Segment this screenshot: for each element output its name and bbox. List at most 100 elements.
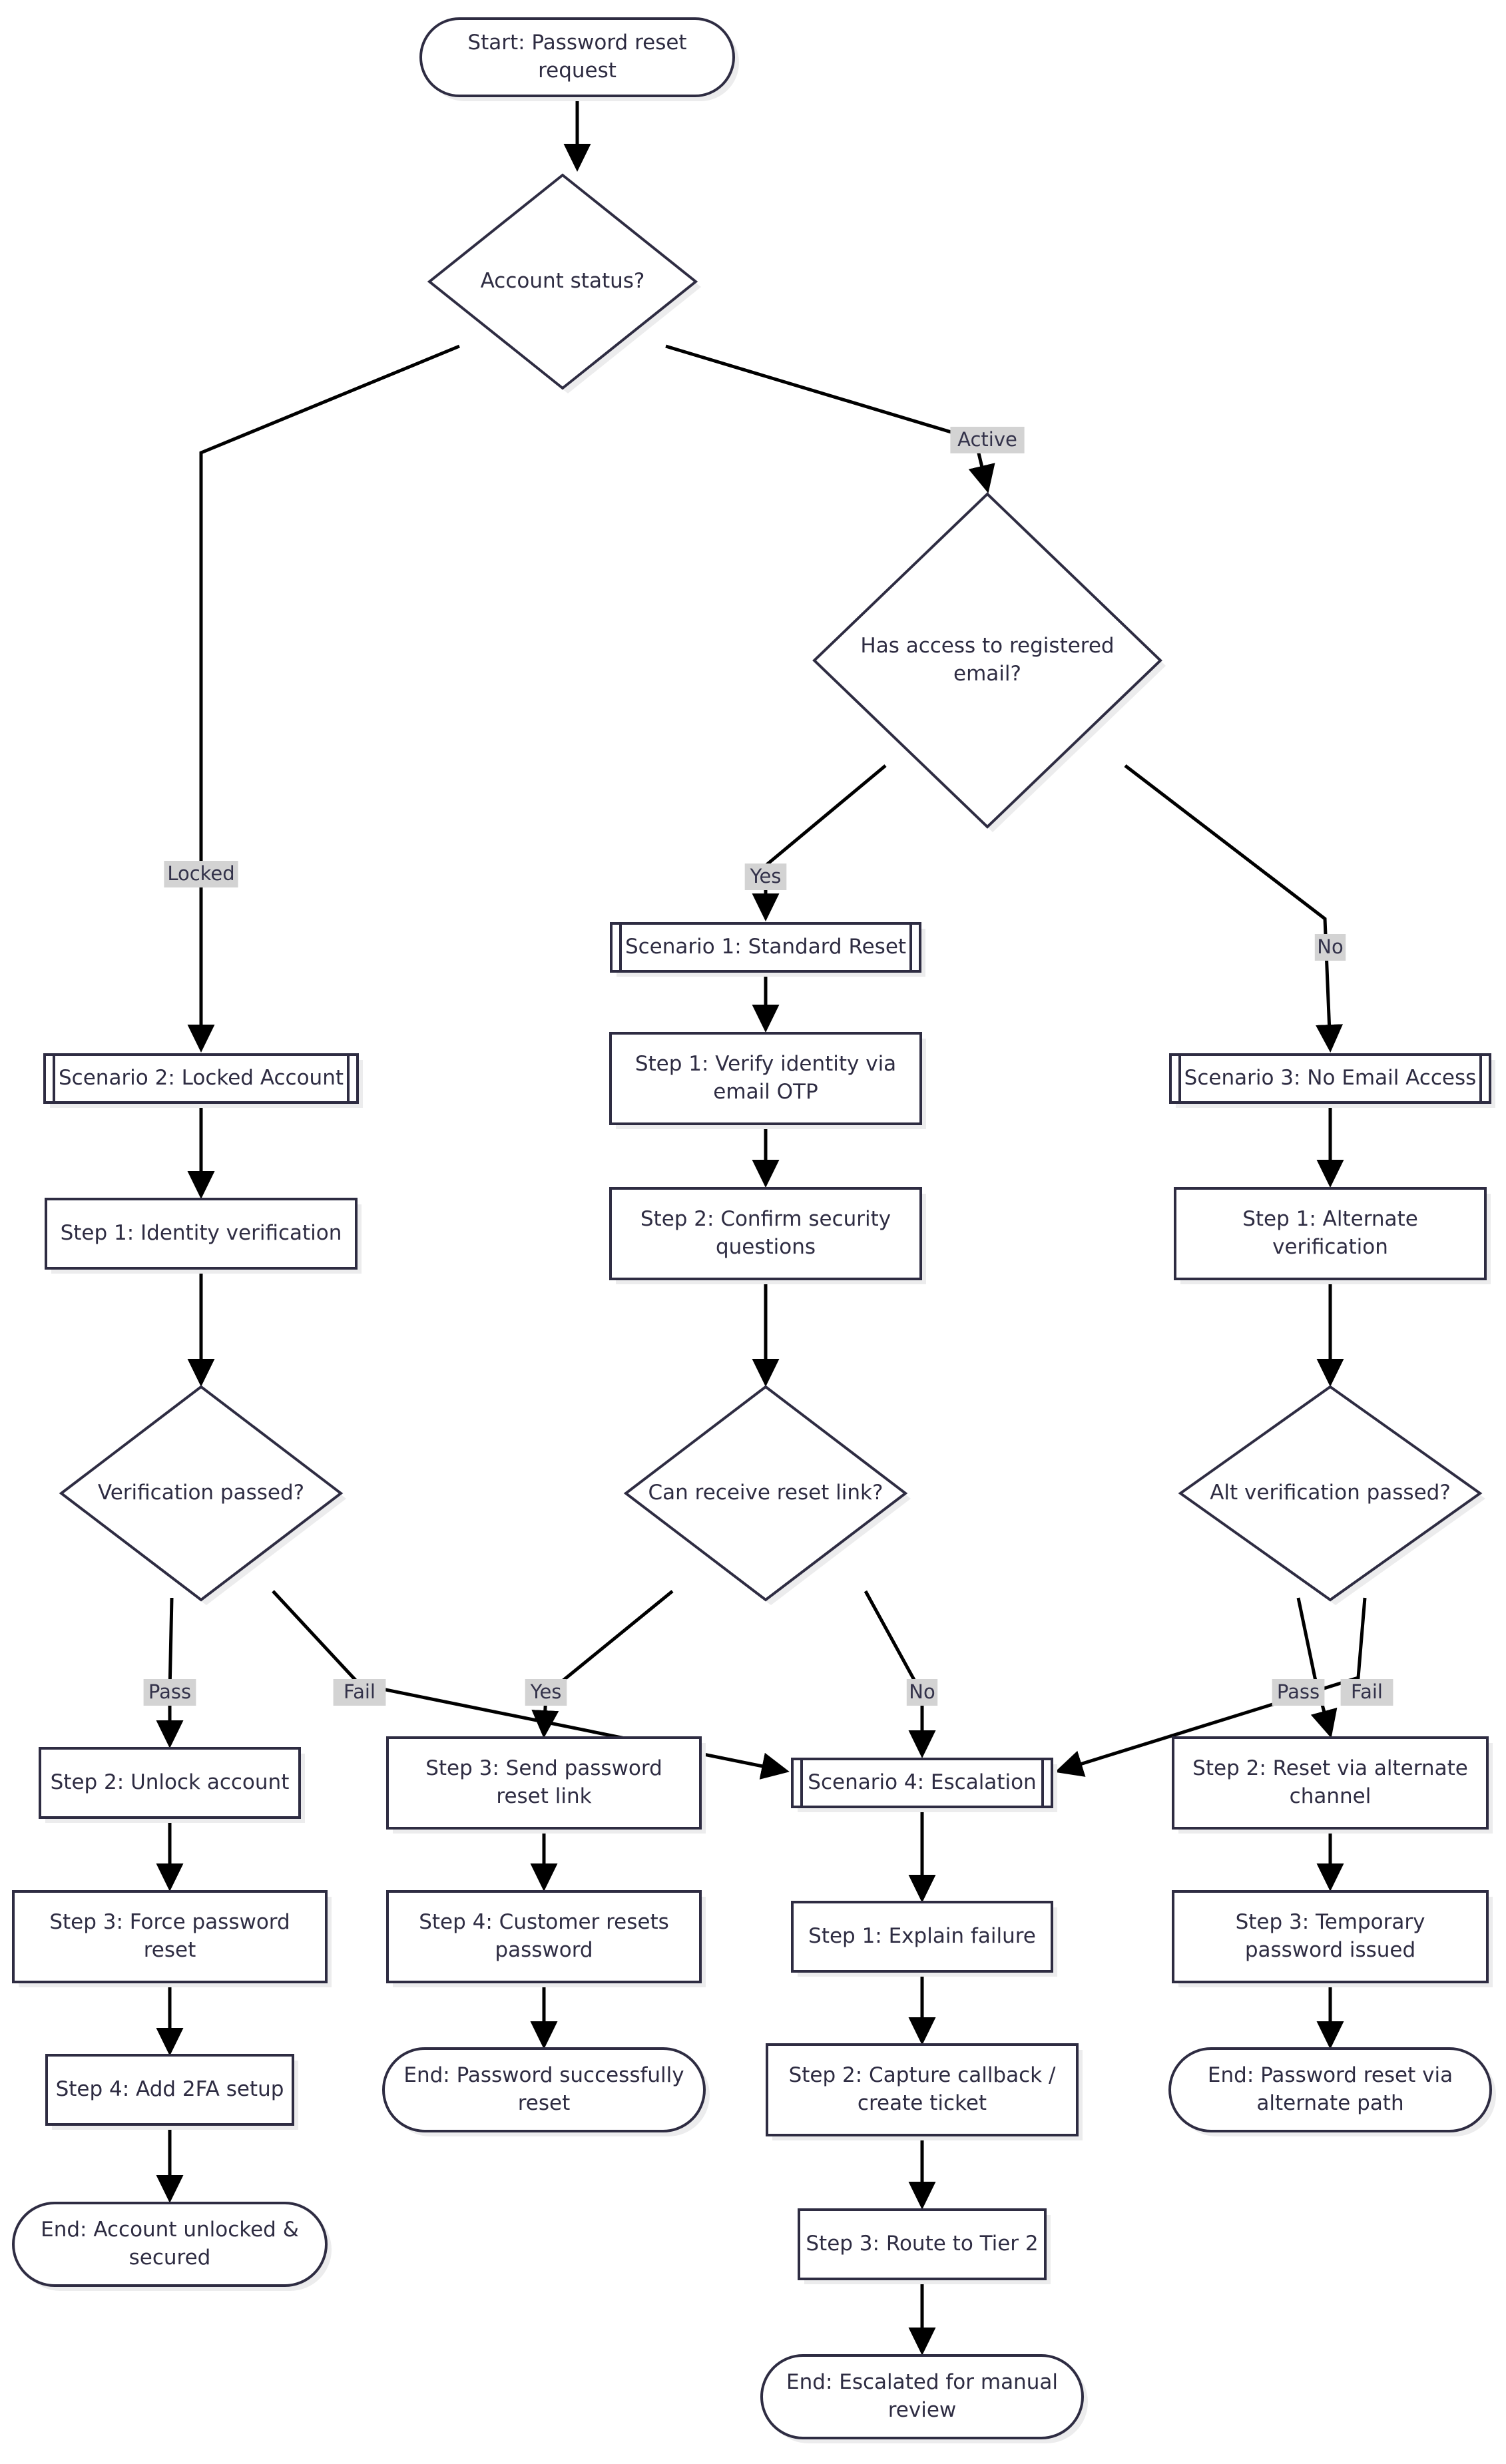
- node-shape: [43, 1053, 359, 1104]
- edge-label: Yes: [525, 1679, 567, 1706]
- node-shape: [427, 173, 698, 390]
- flow-node-d_verif[interactable]: Verification passed?: [59, 1385, 346, 1605]
- node-label: Scenario 3: No Email Access: [1184, 1066, 1477, 1090]
- edge-label-text: Fail: [1351, 1680, 1383, 1703]
- node-shape: [386, 1890, 702, 1983]
- node-label: End: Account unlocked &secured: [41, 2218, 299, 2270]
- edge-label: Fail: [333, 1679, 386, 1706]
- flow-node-s2_step2[interactable]: Step 2: Unlock account: [39, 1747, 305, 1823]
- node-label: Scenario 1: Standard Reset: [625, 935, 906, 959]
- flow-node-s4_step3[interactable]: Step 3: Route to Tier 2: [798, 2208, 1051, 2284]
- edge-label-background: [744, 863, 787, 890]
- flow-edge: [1124, 764, 1344, 1053]
- flow-node-s4_step1[interactable]: Step 1: Explain failure: [791, 1901, 1057, 1977]
- node-shape: [798, 2208, 1047, 2280]
- node-label: Scenario 4: Escalation: [808, 1770, 1036, 1794]
- flow-edge: [864, 1590, 936, 1759]
- flow-node-s3[interactable]: Scenario 3: No Email Access: [1169, 1053, 1495, 1108]
- edge-label-background: [525, 1679, 567, 1706]
- node-shape: [609, 1187, 922, 1280]
- flow-edge: [1055, 1597, 1367, 1777]
- flow-node-s1[interactable]: Scenario 1: Standard Reset: [610, 922, 925, 977]
- edge-label-text: Locked: [167, 862, 234, 885]
- flow-node-s2[interactable]: Scenario 2: Locked Account: [43, 1053, 363, 1108]
- edge-label-background: [1340, 1679, 1393, 1706]
- edge-label-text: Yes: [750, 865, 782, 887]
- edge-label-text: No: [1317, 935, 1343, 958]
- node-label: Step 2: Capture callback /create ticket: [789, 2063, 1056, 2115]
- flow-edge: [1296, 1597, 1338, 1738]
- node-shape: [382, 2047, 706, 2132]
- node-shape: [419, 17, 735, 97]
- node-shape: [386, 1736, 702, 1830]
- edge-label-text: Pass: [148, 1680, 191, 1703]
- flow-node-s2_end[interactable]: End: Account unlocked &secured: [12, 2202, 332, 2291]
- flow-node-d_status[interactable]: Account status?: [427, 173, 701, 393]
- edge-label-text: Fail: [344, 1680, 376, 1703]
- node-shape: [1172, 1890, 1489, 1983]
- edge-label: Active: [950, 427, 1025, 453]
- node-shape: [623, 1385, 908, 1602]
- edge-label: Pass: [143, 1679, 196, 1706]
- flow-node-d_alt[interactable]: Alt verification passed?: [1178, 1385, 1485, 1605]
- flow-node-s4[interactable]: Scenario 4: Escalation: [791, 1758, 1057, 1812]
- node-shape: [1174, 1187, 1487, 1280]
- flow-node-s2_step1[interactable]: Step 1: Identity verification: [45, 1198, 362, 1274]
- flow-node-s4_step2[interactable]: Step 2: Capture callback /create ticket: [766, 2043, 1083, 2140]
- node-label: Step 1: Identity verification: [61, 1221, 342, 1245]
- flow-node-d_link[interactable]: Can receive reset link?: [623, 1385, 911, 1605]
- edge-label-text: Pass: [1277, 1680, 1320, 1703]
- flow-edge: [752, 764, 887, 922]
- edge-label: Pass: [1272, 1679, 1325, 1706]
- edge-label-background: [143, 1679, 196, 1706]
- node-shape: [59, 1385, 344, 1602]
- edge-label-text: Active: [957, 428, 1017, 451]
- node-label: Step 3: Route to Tier 2: [806, 2232, 1038, 2256]
- node-label: Alt verification passed?: [1210, 1481, 1451, 1505]
- node-shape: [1178, 1385, 1483, 1602]
- node-shape: [791, 1901, 1053, 1973]
- edge-label: Fail: [1340, 1679, 1393, 1706]
- node-shape: [39, 1747, 301, 1819]
- node-label: Can receive reset link?: [648, 1481, 883, 1505]
- node-shape: [45, 1198, 358, 1270]
- node-label: Scenario 2: Locked Account: [59, 1066, 344, 1090]
- flow-edge: [156, 1597, 184, 1749]
- node-shape: [791, 1758, 1053, 1808]
- node-shape: [766, 2043, 1079, 2136]
- node-shape: [609, 1032, 922, 1125]
- edge-label-background: [950, 427, 1025, 453]
- node-shape: [610, 922, 921, 973]
- node-label: Step 4: Add 2FA setup: [56, 2077, 284, 2101]
- flow-node-s2_step4[interactable]: Step 4: Add 2FA setup: [45, 2054, 298, 2130]
